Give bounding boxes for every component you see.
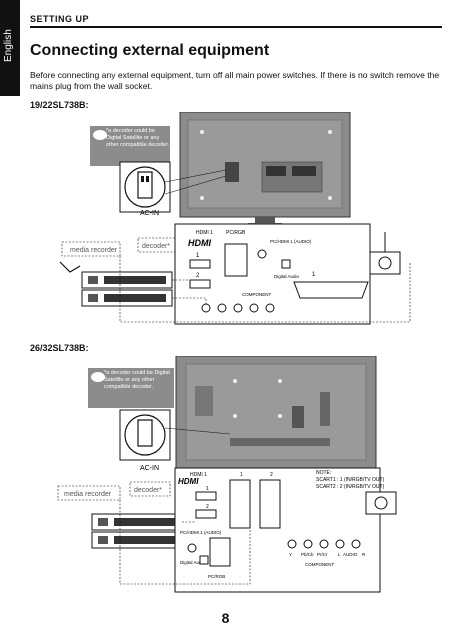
pc-hdmi-audio-label: PC/HDMI 1 (AUDIO) xyxy=(180,530,222,535)
note-title: NOTE: xyxy=(316,470,331,476)
page-number: 8 xyxy=(221,610,230,626)
hdmi-port2-number: 2 xyxy=(206,504,209,510)
hand-icon xyxy=(91,372,105,382)
hdmi-port1-number: 1 xyxy=(206,486,209,492)
component-label: COMPONENT xyxy=(305,562,335,567)
hdmi-port-2 xyxy=(195,509,217,519)
component-label: COMPONENT xyxy=(242,292,272,297)
media-recorder-label: media recorder xyxy=(70,247,118,254)
hdmi1-label: HDMI 1 xyxy=(190,472,207,478)
digital-audio-label: Digital Audio xyxy=(274,274,300,279)
component-jacks xyxy=(287,539,361,549)
connection-diagram-1: *a decoder could be Digital Satellite or… xyxy=(30,112,430,332)
scart2-port xyxy=(259,479,281,529)
model-label-2: 26/32SL738B: xyxy=(30,343,89,353)
hdmi-port-1 xyxy=(195,491,217,501)
audio-r-label: R xyxy=(362,552,366,557)
vga-port xyxy=(209,537,231,567)
intro-paragraph: Before connecting any external equipment… xyxy=(30,70,440,91)
ac-in-label: AC-IN xyxy=(140,465,159,472)
note-scart2: SCART2 : 2 (IN/RGB/TV OUT) xyxy=(316,484,385,490)
component-y-label: Y xyxy=(289,552,292,557)
pc-audio-jack xyxy=(257,249,267,259)
component-pb-label: Pb/Cb xyxy=(301,552,314,557)
hdmi-logo: HDMI xyxy=(178,477,199,486)
scart1-number: 1 xyxy=(240,472,243,478)
section-divider xyxy=(30,26,442,28)
pc-hdmi-audio-label: PC/HDMI 1 (AUDIO) xyxy=(270,239,312,244)
decoder-label: decoder* xyxy=(142,243,170,250)
page-title: Connecting external equipment xyxy=(30,42,270,59)
section-label: SETTING UP xyxy=(30,14,90,24)
scart-number: 1 xyxy=(312,272,316,278)
recorder-device xyxy=(91,513,183,549)
scart1-port xyxy=(229,479,251,529)
tv-stand xyxy=(255,217,275,225)
scart2-number: 2 xyxy=(270,472,273,478)
language-label: English xyxy=(3,29,14,62)
hdmi-port1-number: 1 xyxy=(196,253,200,259)
recorder-device xyxy=(81,271,173,307)
scart-port xyxy=(293,281,369,299)
hdmi-logo: HDMI xyxy=(188,238,211,248)
hdmi-port-1 xyxy=(189,259,211,269)
pc-rgb-label: PC/RGB xyxy=(226,230,246,236)
language-tab: English xyxy=(0,0,20,96)
decoder-note-2: *a decoder could be Digital Satellite or… xyxy=(104,370,170,390)
ac-in-label: AC-IN xyxy=(140,210,159,217)
component-pr-label: Pr/Cr xyxy=(317,552,328,557)
digital-audio-port xyxy=(199,555,209,565)
vga-port xyxy=(224,243,248,277)
pc-audio-jack xyxy=(187,543,197,553)
hdmi1-label: HDMI 1 xyxy=(196,230,213,236)
audio-l-label: L xyxy=(338,552,341,557)
hdmi-port-2 xyxy=(189,279,211,289)
decoder-note-1: *a decoder could be Digital Satellite or… xyxy=(106,128,170,148)
digital-audio-label: Digital Audio xyxy=(180,560,206,565)
model-label-1: 19/22SL738B: xyxy=(30,100,89,110)
audio-label: AUDIO xyxy=(343,552,358,557)
digital-audio-port xyxy=(281,259,291,269)
component-jacks xyxy=(201,303,275,313)
hand-icon xyxy=(93,130,107,140)
hdmi-port2-number: 2 xyxy=(196,273,200,279)
decoder-label: decoder* xyxy=(134,487,162,494)
note-scart1: SCART1 : 1 (IN/RGB/TV OUT) xyxy=(316,477,385,483)
connection-diagram-2: *a decoder could be Digital Satellite or… xyxy=(30,356,430,596)
media-recorder-label: media recorder xyxy=(64,491,112,498)
pc-rgb-label: PC/RGB xyxy=(208,574,225,579)
